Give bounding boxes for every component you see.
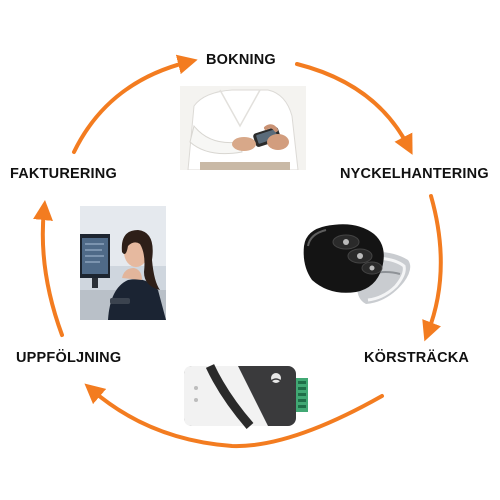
- arrow-mileage-to-followup: [84, 383, 384, 449]
- step-label-key-handling: NYCKELHANTERING: [340, 166, 489, 182]
- arrow-keyhandling-to-mileage: [422, 194, 443, 342]
- step-label-follow-up: UPPFÖLJNING: [16, 350, 122, 366]
- arrow-followup-to-invoicing: [33, 200, 64, 337]
- step-label-mileage: KÖRSTRÄCKA: [364, 350, 470, 366]
- arrow-booking-to-keyhandling: [295, 62, 413, 155]
- hands-with-smartphone-photo: [180, 86, 306, 170]
- car-key-fob-photo: [296, 216, 420, 308]
- woman-at-computer-photo: [80, 206, 166, 320]
- gps-tracker-device-photo: [180, 360, 312, 430]
- step-label-invoicing: FAKTURERING: [10, 166, 117, 182]
- step-label-booking: BOKNING: [206, 52, 276, 68]
- arrow-invoicing-to-booking: [72, 54, 198, 154]
